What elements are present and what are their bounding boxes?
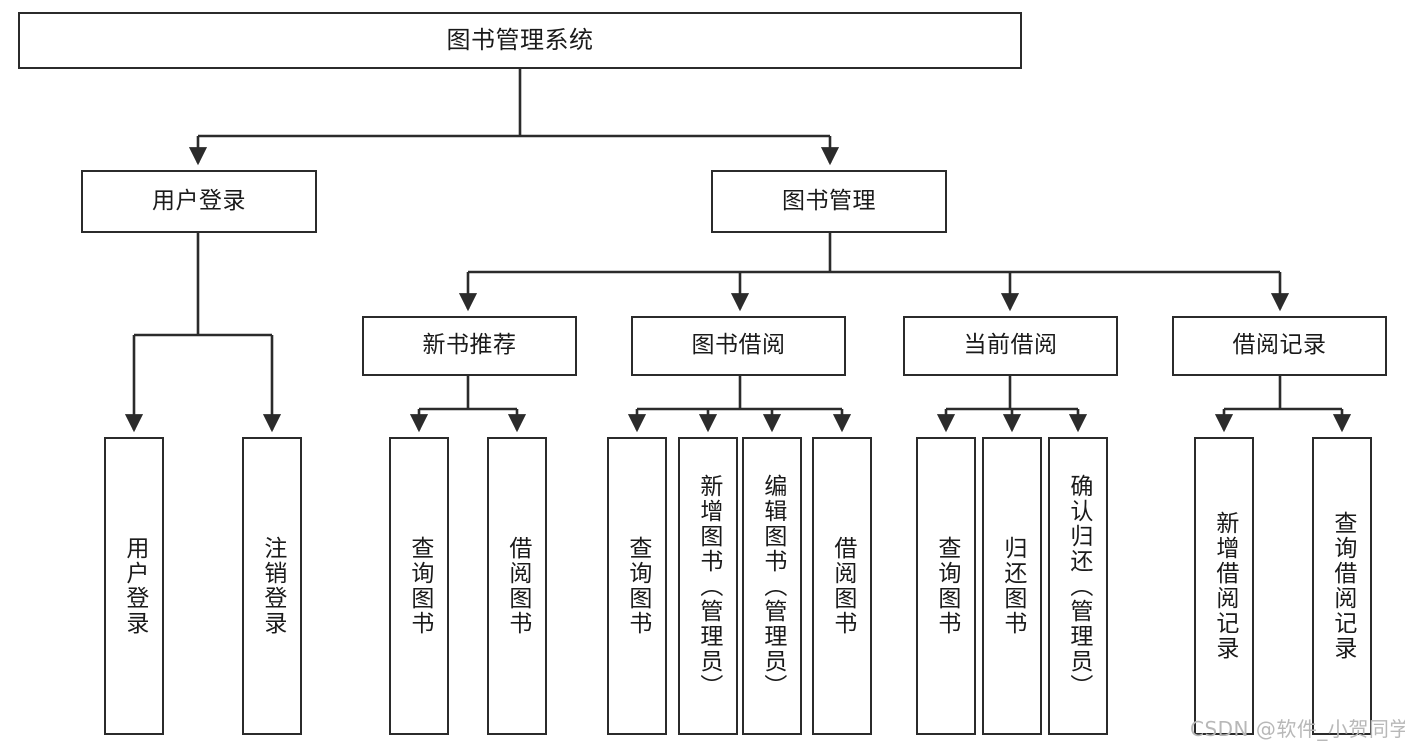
node-leaf-user-login-label: 用户登录 <box>121 536 148 636</box>
node-user-login[interactable]: 用户登录 <box>81 170 317 233</box>
node-book-borrow-label: 图书借阅 <box>691 332 786 359</box>
node-book-management[interactable]: 图书管理 <box>711 170 947 233</box>
node-borrow-record[interactable]: 借阅记录 <box>1172 316 1387 376</box>
node-leaf-add-book[interactable]: 新增图书（管理员） <box>678 437 738 735</box>
node-user-login-label: 用户登录 <box>152 187 246 214</box>
node-leaf-borrow-book-2-label: 借阅图书 <box>829 536 856 636</box>
node-leaf-borrow-book-1[interactable]: 借阅图书 <box>487 437 547 735</box>
node-leaf-borrow-book-2[interactable]: 借阅图书 <box>812 437 872 735</box>
node-leaf-add-borrow-record-label: 新增借阅记录 <box>1211 511 1238 661</box>
node-leaf-query-borrow-record[interactable]: 查询借阅记录 <box>1312 437 1372 735</box>
node-new-book-recommend-label: 新书推荐 <box>422 332 517 359</box>
node-leaf-confirm-return[interactable]: 确认归还（管理员） <box>1048 437 1108 735</box>
node-root[interactable]: 图书管理系统 <box>18 12 1022 69</box>
node-current-borrow[interactable]: 当前借阅 <box>903 316 1118 376</box>
node-new-book-recommend[interactable]: 新书推荐 <box>362 316 577 376</box>
node-leaf-query-book-2[interactable]: 查询图书 <box>607 437 667 735</box>
node-borrow-record-label: 借阅记录 <box>1232 332 1327 359</box>
node-leaf-query-book-1[interactable]: 查询图书 <box>389 437 449 735</box>
node-leaf-add-borrow-record[interactable]: 新增借阅记录 <box>1194 437 1254 735</box>
node-leaf-edit-book-label: 编辑图书（管理员） <box>759 473 786 699</box>
node-root-label: 图书管理系统 <box>446 26 594 55</box>
node-leaf-return-book-label: 归还图书 <box>999 536 1026 636</box>
node-leaf-logout-login-label: 注销登录 <box>259 536 286 636</box>
node-leaf-query-book-2-label: 查询图书 <box>624 536 651 636</box>
node-book-borrow[interactable]: 图书借阅 <box>631 316 846 376</box>
node-current-borrow-label: 当前借阅 <box>963 332 1058 359</box>
node-leaf-edit-book[interactable]: 编辑图书（管理员） <box>742 437 802 735</box>
node-leaf-query-book-1-label: 查询图书 <box>406 536 433 636</box>
node-leaf-user-login[interactable]: 用户登录 <box>104 437 164 735</box>
node-leaf-query-book-3-label: 查询图书 <box>933 536 960 636</box>
node-leaf-query-book-3[interactable]: 查询图书 <box>916 437 976 735</box>
node-leaf-query-borrow-record-label: 查询借阅记录 <box>1329 511 1356 661</box>
node-book-management-label: 图书管理 <box>782 187 876 214</box>
watermark: CSDN @软件_小贺同学 <box>1190 717 1405 741</box>
node-leaf-logout-login[interactable]: 注销登录 <box>242 437 302 735</box>
node-leaf-borrow-book-1-label: 借阅图书 <box>504 536 531 636</box>
node-leaf-confirm-return-label: 确认归还（管理员） <box>1065 473 1092 699</box>
node-leaf-add-book-label: 新增图书（管理员） <box>695 473 722 699</box>
node-leaf-return-book[interactable]: 归还图书 <box>982 437 1042 735</box>
